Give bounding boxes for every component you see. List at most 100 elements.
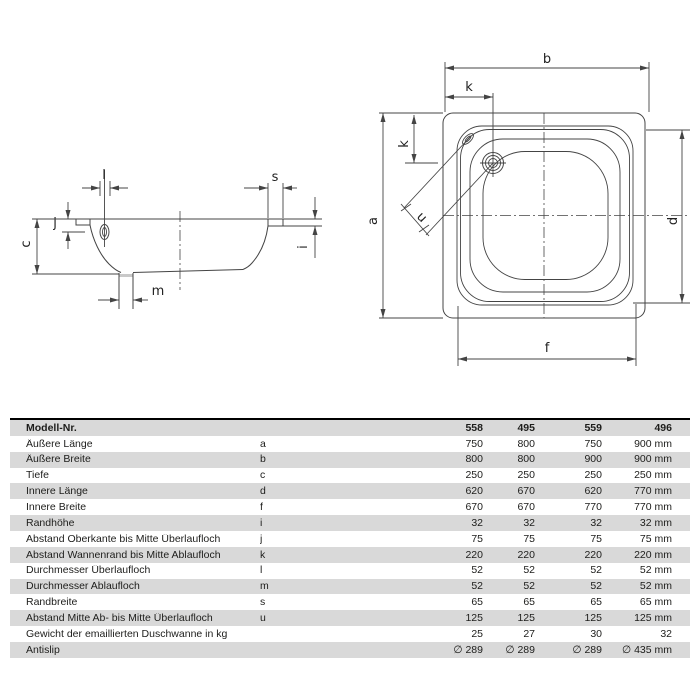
- row-value-559: ∅ 289: [572, 644, 602, 656]
- row-letter: d: [260, 486, 266, 497]
- row-value-559: 250: [584, 470, 602, 481]
- header-model-559: 559: [584, 422, 602, 434]
- row-value-559: 220: [584, 549, 602, 561]
- row-letter: f: [260, 501, 263, 513]
- row-value-495: 250: [517, 470, 535, 481]
- row-letter: l: [260, 565, 263, 576]
- label-c: c: [19, 240, 34, 247]
- row-value-495: 27: [523, 628, 535, 640]
- label-i: i: [296, 245, 311, 249]
- row-letter: i: [260, 517, 263, 529]
- row-label: Durchmesser Ablaufloch: [26, 581, 140, 592]
- table-row: Randhöhe i 32 32 32 32 mm: [10, 515, 690, 532]
- row-value-559: 75: [590, 533, 602, 545]
- label-l: l: [102, 168, 106, 183]
- overflow-hole-section: [99, 224, 110, 240]
- row-value-496: ∅ 435 mm: [622, 644, 672, 656]
- table-row: Durchmesser Überlaufloch l 52 52 52 52 m…: [10, 562, 690, 579]
- label-u: u: [413, 209, 429, 225]
- table-row: Abstand Mitte Ab- bis Mitte Überlaufloch…: [10, 610, 690, 627]
- row-label: Äußere Länge: [26, 438, 93, 450]
- row-value-558: 25: [471, 628, 483, 640]
- row-value-558: 75: [471, 533, 483, 545]
- cross-section-view: c j l: [19, 168, 322, 309]
- row-value-559: 750: [584, 438, 602, 450]
- row-value-559: 32: [590, 517, 602, 529]
- row-value-558: 52: [471, 565, 483, 576]
- row-value-496: 32: [660, 628, 672, 640]
- row-value-495: 220: [517, 549, 535, 561]
- row-value-496: 125 mm: [634, 612, 672, 624]
- row-value-559: 30: [590, 628, 602, 640]
- row-value-558: 800: [465, 454, 483, 465]
- row-value-496: 75 mm: [639, 533, 672, 545]
- row-label: Abstand Mitte Ab- bis Mitte Überlaufloch: [26, 612, 213, 624]
- row-label: Randhöhe: [26, 517, 75, 529]
- dimension-c: c: [19, 219, 40, 274]
- row-label: Innere Länge: [26, 486, 88, 497]
- table-row: Antislip ∅ 289 ∅ 289 ∅ 289 ∅ 435 mm: [10, 642, 690, 658]
- spec-table: Modell-Nr. 558 495 559 496 Äußere Länge …: [10, 418, 690, 658]
- row-value-496: 900 mm: [634, 438, 672, 450]
- label-b: b: [543, 52, 551, 67]
- drain-flange: [119, 274, 133, 277]
- row-value-495: 670: [517, 501, 535, 513]
- row-value-559: 52: [590, 565, 602, 576]
- table-row: Gewicht der emaillierten Duschwanne in k…: [10, 626, 690, 643]
- row-value-496: 52 mm: [639, 565, 672, 576]
- row-value-495: 800: [517, 438, 535, 450]
- dimension-m: m: [98, 284, 164, 303]
- table-header-row: Modell-Nr. 558 495 559 496: [10, 420, 690, 436]
- row-letter: a: [260, 438, 266, 450]
- dimension-f: f: [457, 304, 637, 366]
- left-wall: [89, 224, 122, 273]
- table-row: Äußere Länge a 750 800 750 900 mm: [10, 435, 690, 452]
- label-f: f: [545, 341, 550, 356]
- row-value-496: 65 mm: [639, 597, 672, 608]
- right-rim-edge: [267, 219, 284, 227]
- row-value-558: 620: [465, 486, 483, 497]
- row-value-559: 900: [584, 454, 602, 465]
- row-value-496: 52 mm: [639, 581, 672, 592]
- row-value-558: 750: [465, 438, 483, 450]
- dimension-a: a: [366, 112, 443, 319]
- row-value-559: 65: [590, 597, 602, 608]
- row-value-496: 770 mm: [634, 501, 672, 513]
- header-model-495: 495: [517, 422, 535, 434]
- header-model-496: 496: [654, 422, 672, 434]
- row-value-495: 800: [517, 454, 535, 465]
- dimension-u: u: [400, 135, 494, 237]
- table-row: Tiefe c 250 250 250 250 mm: [10, 467, 690, 484]
- dimension-b: b: [444, 52, 650, 112]
- row-letter: u: [260, 612, 266, 624]
- row-value-558: 250: [465, 470, 483, 481]
- row-value-495: 52: [523, 565, 535, 576]
- table-row: Äußere Breite b 800 800 900 900 mm: [10, 451, 690, 468]
- label-k-horizontal: k: [465, 80, 473, 95]
- row-value-495: ∅ 289: [505, 644, 535, 656]
- right-wall: [242, 225, 269, 270]
- row-label: Gewicht der emaillierten Duschwanne in k…: [26, 628, 228, 640]
- row-value-558: 65: [471, 597, 483, 608]
- row-value-559: 620: [584, 486, 602, 497]
- label-s: s: [272, 170, 279, 185]
- row-value-558: 32: [471, 517, 483, 529]
- table-row: Durchmesser Ablaufloch m 52 52 52 52 mm: [10, 578, 690, 595]
- header-model-label: Modell-Nr.: [26, 422, 77, 434]
- tray-bottom: [132, 269, 244, 273]
- row-value-559: 52: [590, 581, 602, 592]
- dimension-s: s: [244, 170, 297, 218]
- table-row: Randbreite s 65 65 65 65 mm: [10, 594, 690, 611]
- row-value-559: 125: [584, 612, 602, 624]
- row-label: Antislip: [26, 644, 60, 656]
- left-rim-edge: [75, 219, 91, 226]
- row-label: Abstand Oberkante bis Mitte Überlaufloch: [26, 533, 221, 545]
- dimension-j: j: [52, 202, 85, 249]
- row-value-558: 670: [465, 501, 483, 513]
- row-label: Randbreite: [26, 597, 78, 608]
- row-label: Durchmesser Überlaufloch: [26, 565, 151, 576]
- label-d: d: [666, 217, 681, 225]
- row-value-495: 52: [523, 581, 535, 592]
- row-label: Abstand Wannenrand bis Mitte Ablaufloch: [26, 549, 221, 561]
